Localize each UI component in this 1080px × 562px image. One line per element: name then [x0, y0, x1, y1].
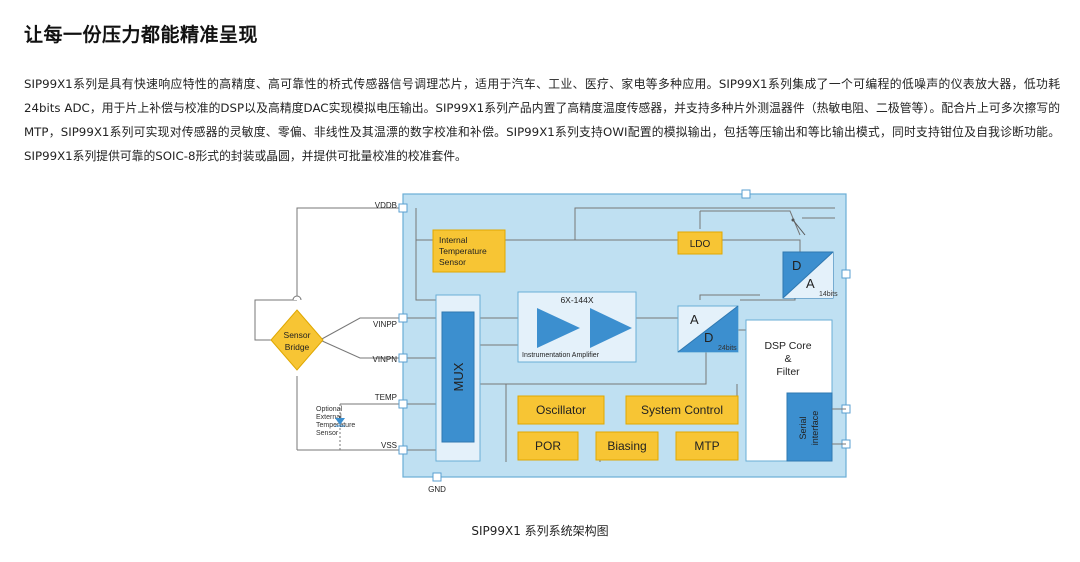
internal-temp-line3: Sensor	[439, 257, 466, 267]
sensor-bridge	[270, 309, 324, 371]
description-paragraph: SIP99X1系列是具有快速响应特性的高精度、高可靠性的桥式传感器信号调理芯片，…	[24, 77, 1060, 163]
amplifier-triangle-1	[537, 308, 580, 348]
mtp-block	[675, 431, 739, 461]
dsp-line3: Filter	[776, 366, 800, 378]
por-block	[517, 431, 579, 461]
serial-line1: Serial	[798, 416, 808, 439]
external-sensor-line4: Sensor	[316, 430, 339, 437]
pin-temp-label: TEMP	[375, 393, 397, 402]
oscillator-label: Oscillator	[536, 403, 586, 417]
dac-a: A	[806, 276, 815, 291]
adc-bits: 24bits	[718, 345, 737, 352]
pin-vinpp-label: VINPP	[373, 320, 397, 329]
pin-vss-label: VSS	[381, 441, 397, 450]
por-label: POR	[535, 439, 561, 453]
biasing-block	[595, 431, 659, 461]
dac-bits: 14bits	[819, 291, 838, 298]
oscillator-block	[517, 395, 605, 425]
pin-gnd-label: GND	[428, 485, 446, 494]
amplifier-triangle-2	[590, 308, 632, 348]
biasing-label: Biasing	[607, 439, 646, 453]
internal-temp-line2: Temperature	[439, 246, 487, 256]
system-control-block	[625, 395, 739, 425]
mux-block	[441, 311, 475, 443]
switch-icon	[792, 219, 806, 236]
adc-d: D	[704, 330, 713, 345]
diagram-caption: SIP99X1 系列系统架构图	[471, 524, 609, 538]
pin-vinpn-label: VINPN	[373, 355, 398, 364]
sensor-bridge-line1: Sensor	[284, 330, 311, 340]
ldo-label: LDO	[690, 239, 711, 250]
internal-temp-line1: Internal	[439, 235, 467, 245]
diode-icon	[335, 418, 345, 425]
serial-line2: interface	[810, 411, 820, 446]
crossover-arc	[292, 295, 302, 301]
dac-d: D	[792, 258, 801, 273]
pin-vddb-label: VDDB	[375, 201, 397, 210]
page-title: 让每一份压力都能精准呈现	[24, 24, 259, 46]
dsp-line2: &	[784, 353, 791, 365]
system-control-label: System Control	[641, 403, 723, 417]
external-sensor-line2: External	[316, 414, 342, 421]
internal-temp-sensor	[432, 229, 506, 273]
serial-interface-block	[786, 392, 833, 462]
mtp-label: MTP	[694, 439, 719, 453]
amplifier-label: Instrumentation Amplifier	[522, 352, 600, 359]
sensor-bridge-line2: Bridge	[285, 342, 310, 352]
adc-a: A	[690, 312, 699, 327]
amplifier-gain: 6X-144X	[560, 295, 593, 305]
external-sensor-line1: Optional	[316, 406, 343, 413]
mux-label: MUX	[451, 362, 466, 391]
dsp-line1: DSP Core	[764, 340, 811, 352]
ldo-block	[677, 231, 723, 255]
